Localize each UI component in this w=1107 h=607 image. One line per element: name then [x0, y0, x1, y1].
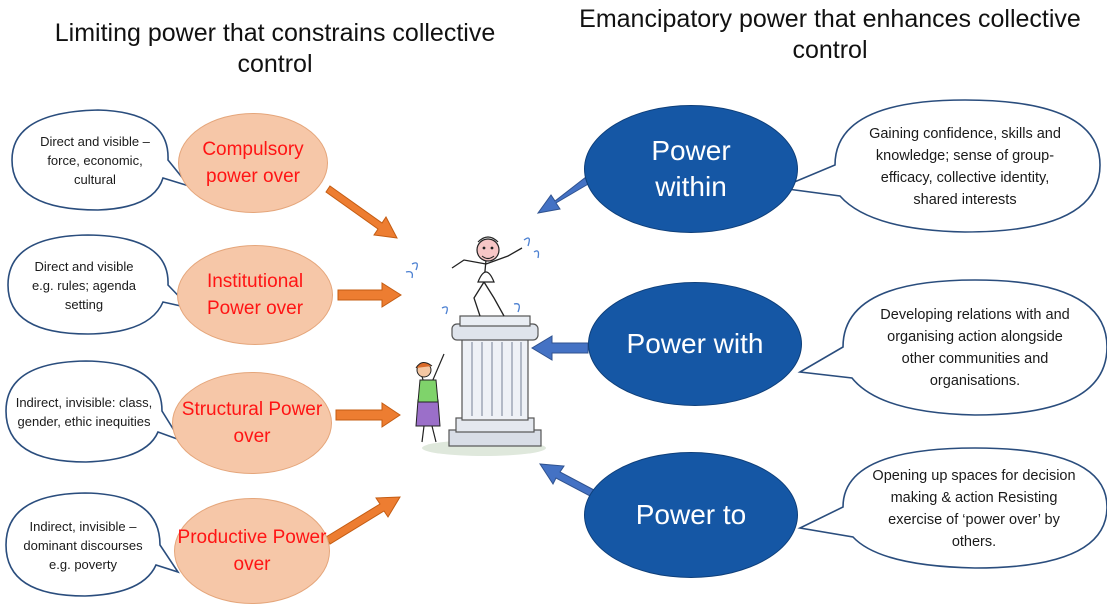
ellipse-power-to: Power to [584, 452, 798, 578]
description-structural: Indirect, invisible: class, gender, ethi… [15, 395, 153, 429]
ellipse-label: Institutional Power over [206, 271, 304, 319]
ellipse-label: Structural Power over [181, 399, 323, 447]
arrow-power-with [531, 335, 589, 361]
speech-bubble-productive [5, 492, 180, 597]
description-power-with: Developing relations with and organising… [880, 307, 1070, 389]
arrow-power-to [539, 463, 595, 497]
ellipse-institutional-power-over: Institutional Power over [177, 245, 333, 345]
speech-bubble-power-within [776, 99, 1101, 233]
speech-bubble-power-to [797, 447, 1107, 569]
arrow-power-within [536, 176, 591, 214]
arrow-structural [335, 402, 401, 428]
heading-emancipatory-power: Emancipatory power that enhances collect… [579, 5, 1081, 64]
description-compulsory: Direct and visible – force, economic, cu… [40, 133, 150, 187]
speech-bubble-power-with [797, 279, 1107, 416]
ellipse-compulsory-power-over: Compulsory power over [178, 113, 328, 213]
speech-bubble-structural [5, 360, 182, 463]
ellipse-productive-power-over: Productive Power over [174, 498, 330, 604]
power-cartoon-illustration [405, 236, 546, 456]
description-power-within: Gaining confidence, skills and knowledge… [869, 126, 1061, 208]
ellipse-label: Productive Power over [177, 527, 327, 575]
speech-bubble-institutional [7, 234, 193, 335]
description-institutional: Direct and visible e.g. rules; agenda se… [31, 258, 137, 312]
ellipse-structural-power-over: Structural Power over [172, 372, 332, 474]
ellipse-label: Power to [635, 499, 747, 530]
description-power-to: Opening up spaces for decision making & … [872, 468, 1076, 550]
heading-limiting-power: Limiting power that constrains collectiv… [54, 19, 496, 78]
arrow-institutional [337, 282, 402, 308]
ellipse-label: Power with [626, 328, 764, 359]
ellipse-label: Power within [651, 135, 731, 202]
ellipse-power-within: Power within [584, 105, 798, 233]
ellipse-label: Compulsory power over [202, 139, 304, 187]
arrow-compulsory [325, 185, 398, 239]
arrow-productive [325, 496, 401, 545]
ellipse-power-with: Power with [588, 282, 802, 406]
speech-bubble-compulsory [11, 109, 192, 211]
description-productive: Indirect, invisible – dominant discourse… [23, 518, 143, 572]
